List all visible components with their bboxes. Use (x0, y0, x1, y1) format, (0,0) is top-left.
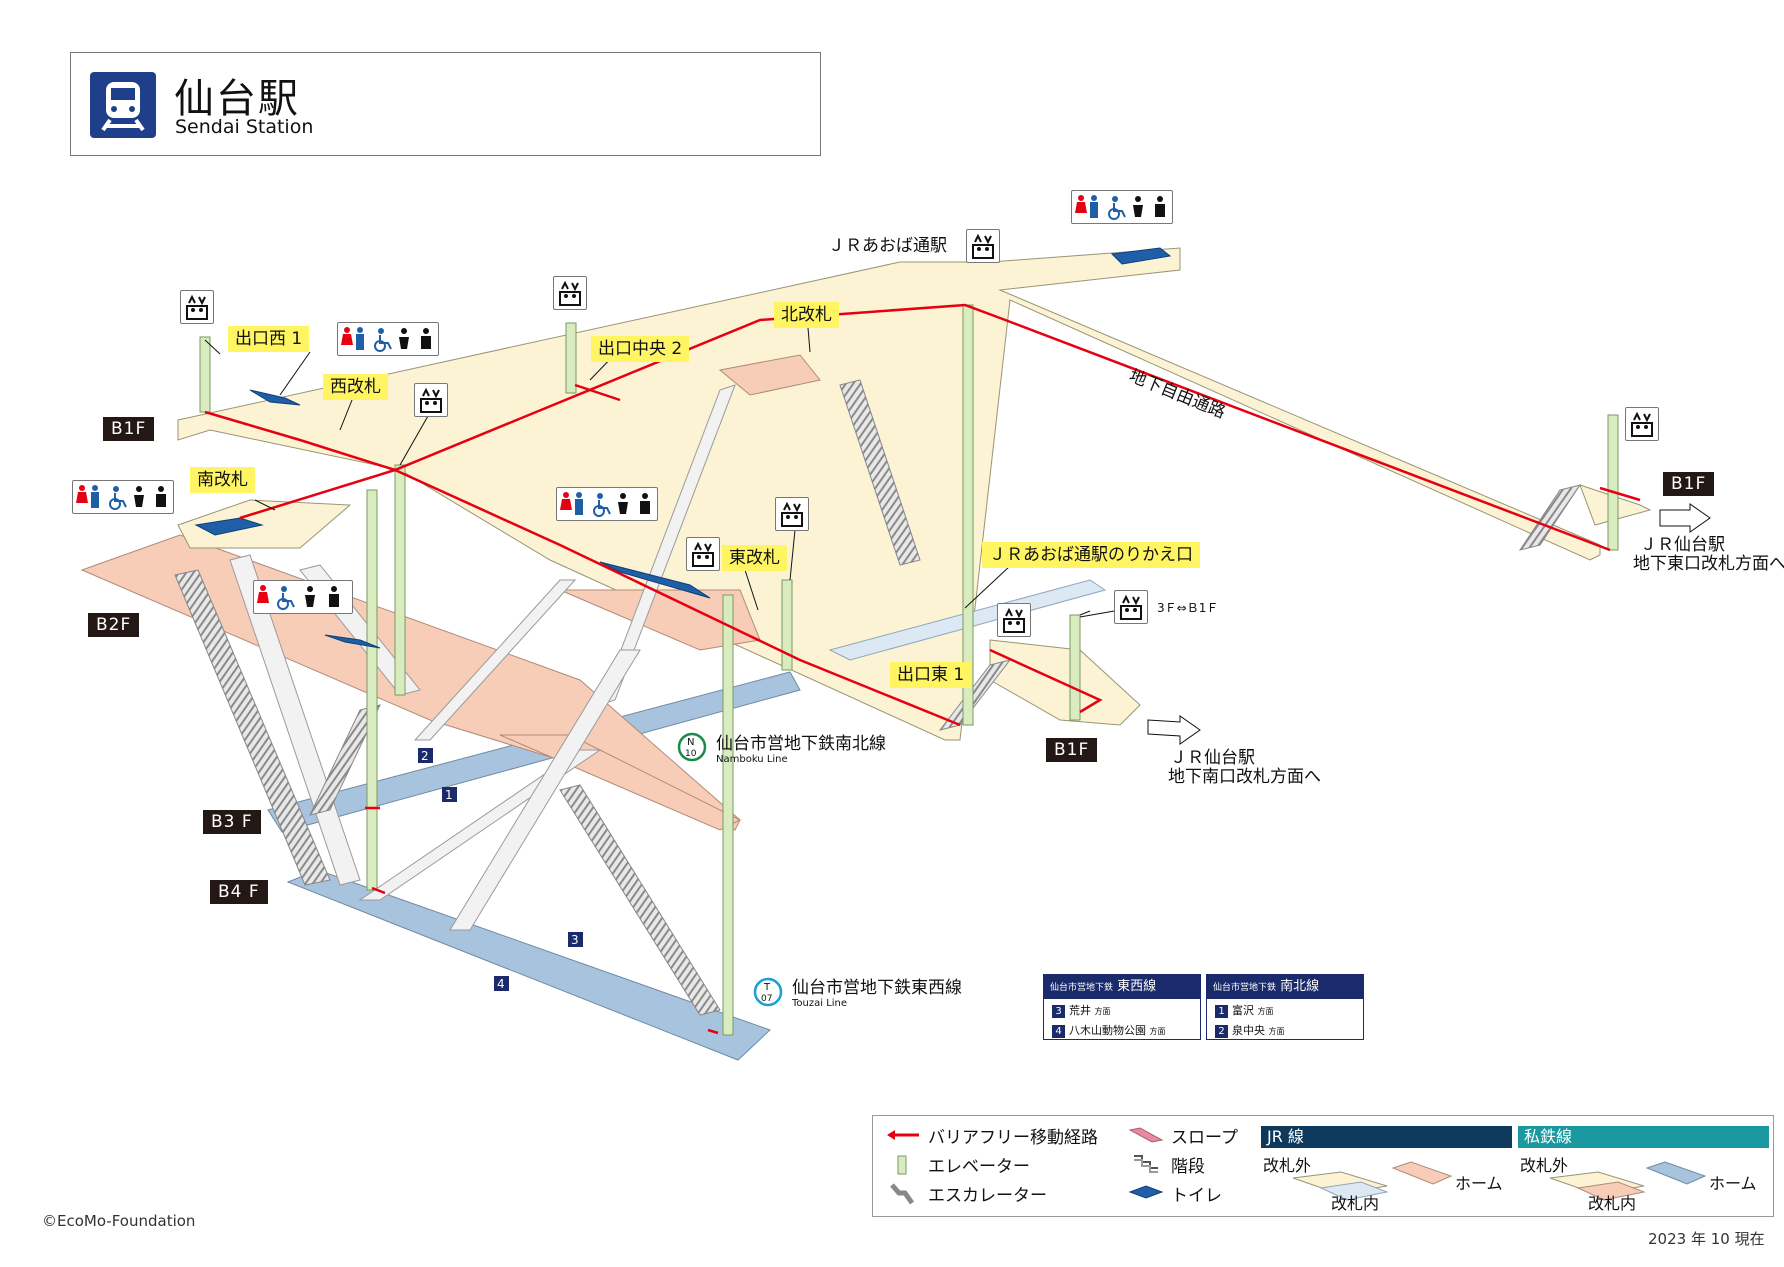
toilet-legend-icon (1128, 1185, 1164, 1199)
legend-jr-outside: 改札外 (1263, 1156, 1312, 1175)
legend-toilet: トイレ (1171, 1186, 1222, 1206)
exit-central-2-label: 出口中央 2 (591, 336, 690, 362)
platform-2-number: 2 (421, 749, 429, 763)
legend-stairs: 階段 (1171, 1157, 1205, 1177)
floor-b2f: B2F (88, 613, 140, 637)
jr-sendai-east-label-2: 地下東口改札方面へ (1633, 554, 1784, 574)
south-gate-label: 南改札 (190, 467, 255, 493)
private-platform-legend-icon (1645, 1161, 1707, 1185)
copyright: ©EcoMo-Foundation (42, 1212, 196, 1230)
touzai-line-name: 仙台市営地下鉄東西線 (792, 978, 962, 998)
elevator-range-label: 3Ｆ⇔Ｂ1Ｆ (1157, 601, 1218, 615)
namboku-line-en: Namboku Line (716, 754, 788, 765)
legend-slope: スロープ (1171, 1128, 1238, 1148)
page-title: 仙台駅 (174, 76, 300, 122)
elevator-icon (775, 497, 809, 531)
floor-b1f-east-far: B1F (1663, 472, 1715, 496)
arrow-icon (1659, 503, 1711, 533)
north-gate-area (718, 354, 821, 396)
date-label: 2023 年 10 現在 (1648, 1230, 1765, 1248)
elevator-icon (966, 229, 1000, 263)
elevator-icon (1114, 590, 1148, 624)
page-subtitle: Sendai Station (175, 116, 314, 138)
jr-gate-legend-icon (1292, 1171, 1389, 1201)
platform-numbers: 2 1 3 4 (418, 748, 583, 991)
toilet-sign (556, 487, 658, 521)
exit-east-1-label: 出口東 1 (890, 662, 972, 688)
elevator-icon (1625, 407, 1659, 441)
legend-private-outside: 改札外 (1520, 1156, 1569, 1175)
east-gate-label: 東改札 (722, 545, 787, 571)
legend-jr-platform: ホーム (1455, 1174, 1503, 1193)
toilet-sign (337, 322, 439, 356)
elevator-legend-icon (897, 1155, 907, 1175)
stairs-legend-icon (1134, 1155, 1158, 1173)
jr-aoba-transfer-label: ＪＲあおば通駅のりかえ口 (982, 542, 1200, 568)
platform-1-number: 1 (445, 788, 453, 802)
toilet-sign (72, 480, 174, 514)
platform-4-number: 4 (497, 977, 505, 991)
title-box (70, 52, 821, 156)
jr-platform-legend-icon (1391, 1161, 1453, 1185)
jr-sendai-east-label-1: ＪＲ仙台駅 (1640, 535, 1725, 555)
legend-elevator: エレベーター (928, 1157, 1030, 1177)
legend-escalator: エスカレーター (928, 1186, 1047, 1206)
barrier-free-icon (887, 1130, 919, 1140)
b1f-east-lower (989, 639, 1141, 726)
touzai-line-en: Touzai Line (791, 998, 847, 1009)
legend-private-header: 私鉄線 (1518, 1126, 1769, 1148)
svg-text:N: N (687, 737, 694, 748)
legend-private-inside: 改札内 (1588, 1194, 1637, 1213)
floor-b1f-west: B1F (103, 417, 155, 441)
escalators (229, 384, 736, 931)
elevator-icon (553, 276, 587, 310)
private-gate-legend-icon (1549, 1171, 1646, 1201)
b4f-platform (286, 869, 771, 1061)
stairs (174, 379, 1582, 1016)
slope-legend-icon (1128, 1127, 1164, 1143)
toilet-sign (253, 580, 353, 614)
elevator-icon (414, 383, 448, 417)
exit-west-1-label: 出口西 1 (228, 326, 310, 352)
arrow-icon (1147, 715, 1201, 745)
west-gate-label: 西改札 (323, 374, 388, 400)
toilet-sign (1071, 190, 1173, 224)
legend-private-platform: ホーム (1709, 1174, 1757, 1193)
elevator-shafts (199, 304, 1619, 1036)
touzai-line-badge: T 07 (753, 977, 783, 1007)
legend-barrier-free: バリアフリー移動経路 (928, 1128, 1098, 1148)
floor-b4f: B4 F (210, 880, 268, 904)
jr-sendai-south-label-1: ＪＲ仙台駅 (1170, 748, 1255, 768)
jr-sendai-south-label-2: 地下南口改札方面へ (1168, 767, 1321, 787)
legend-jr-inside: 改札内 (1331, 1194, 1380, 1213)
elevator-icon (997, 603, 1031, 637)
train-icon (90, 72, 156, 138)
elevator-icon (686, 537, 720, 571)
north-gate-label: 北改札 (774, 302, 839, 328)
platform-3-number: 3 (571, 933, 579, 947)
barrier-free-route (204, 303, 1611, 552)
floor-b1f-east-lower: B1F (1046, 738, 1098, 762)
legend-jr-header: JR 線 (1261, 1126, 1512, 1148)
jr-aoba-station-label: ＪＲあおば通駅 (828, 236, 947, 256)
legend: バリアフリー移動経路 エレベーター エスカレーター スロープ 階段 トイレ JR… (872, 1115, 1774, 1217)
b1f-west-stub (177, 499, 352, 549)
toilet-icon (194, 247, 1172, 649)
elevator-icon (180, 290, 214, 324)
namboku-line-name: 仙台市営地下鉄南北線 (716, 734, 886, 754)
svg-text:07: 07 (761, 994, 772, 1004)
floor-b3f: B3 F (203, 810, 261, 834)
namboku-line-badge: N 10 (677, 732, 707, 762)
escalator-legend-icon (890, 1183, 915, 1205)
svg-text:T: T (763, 982, 771, 993)
svg-text:10: 10 (685, 749, 697, 759)
